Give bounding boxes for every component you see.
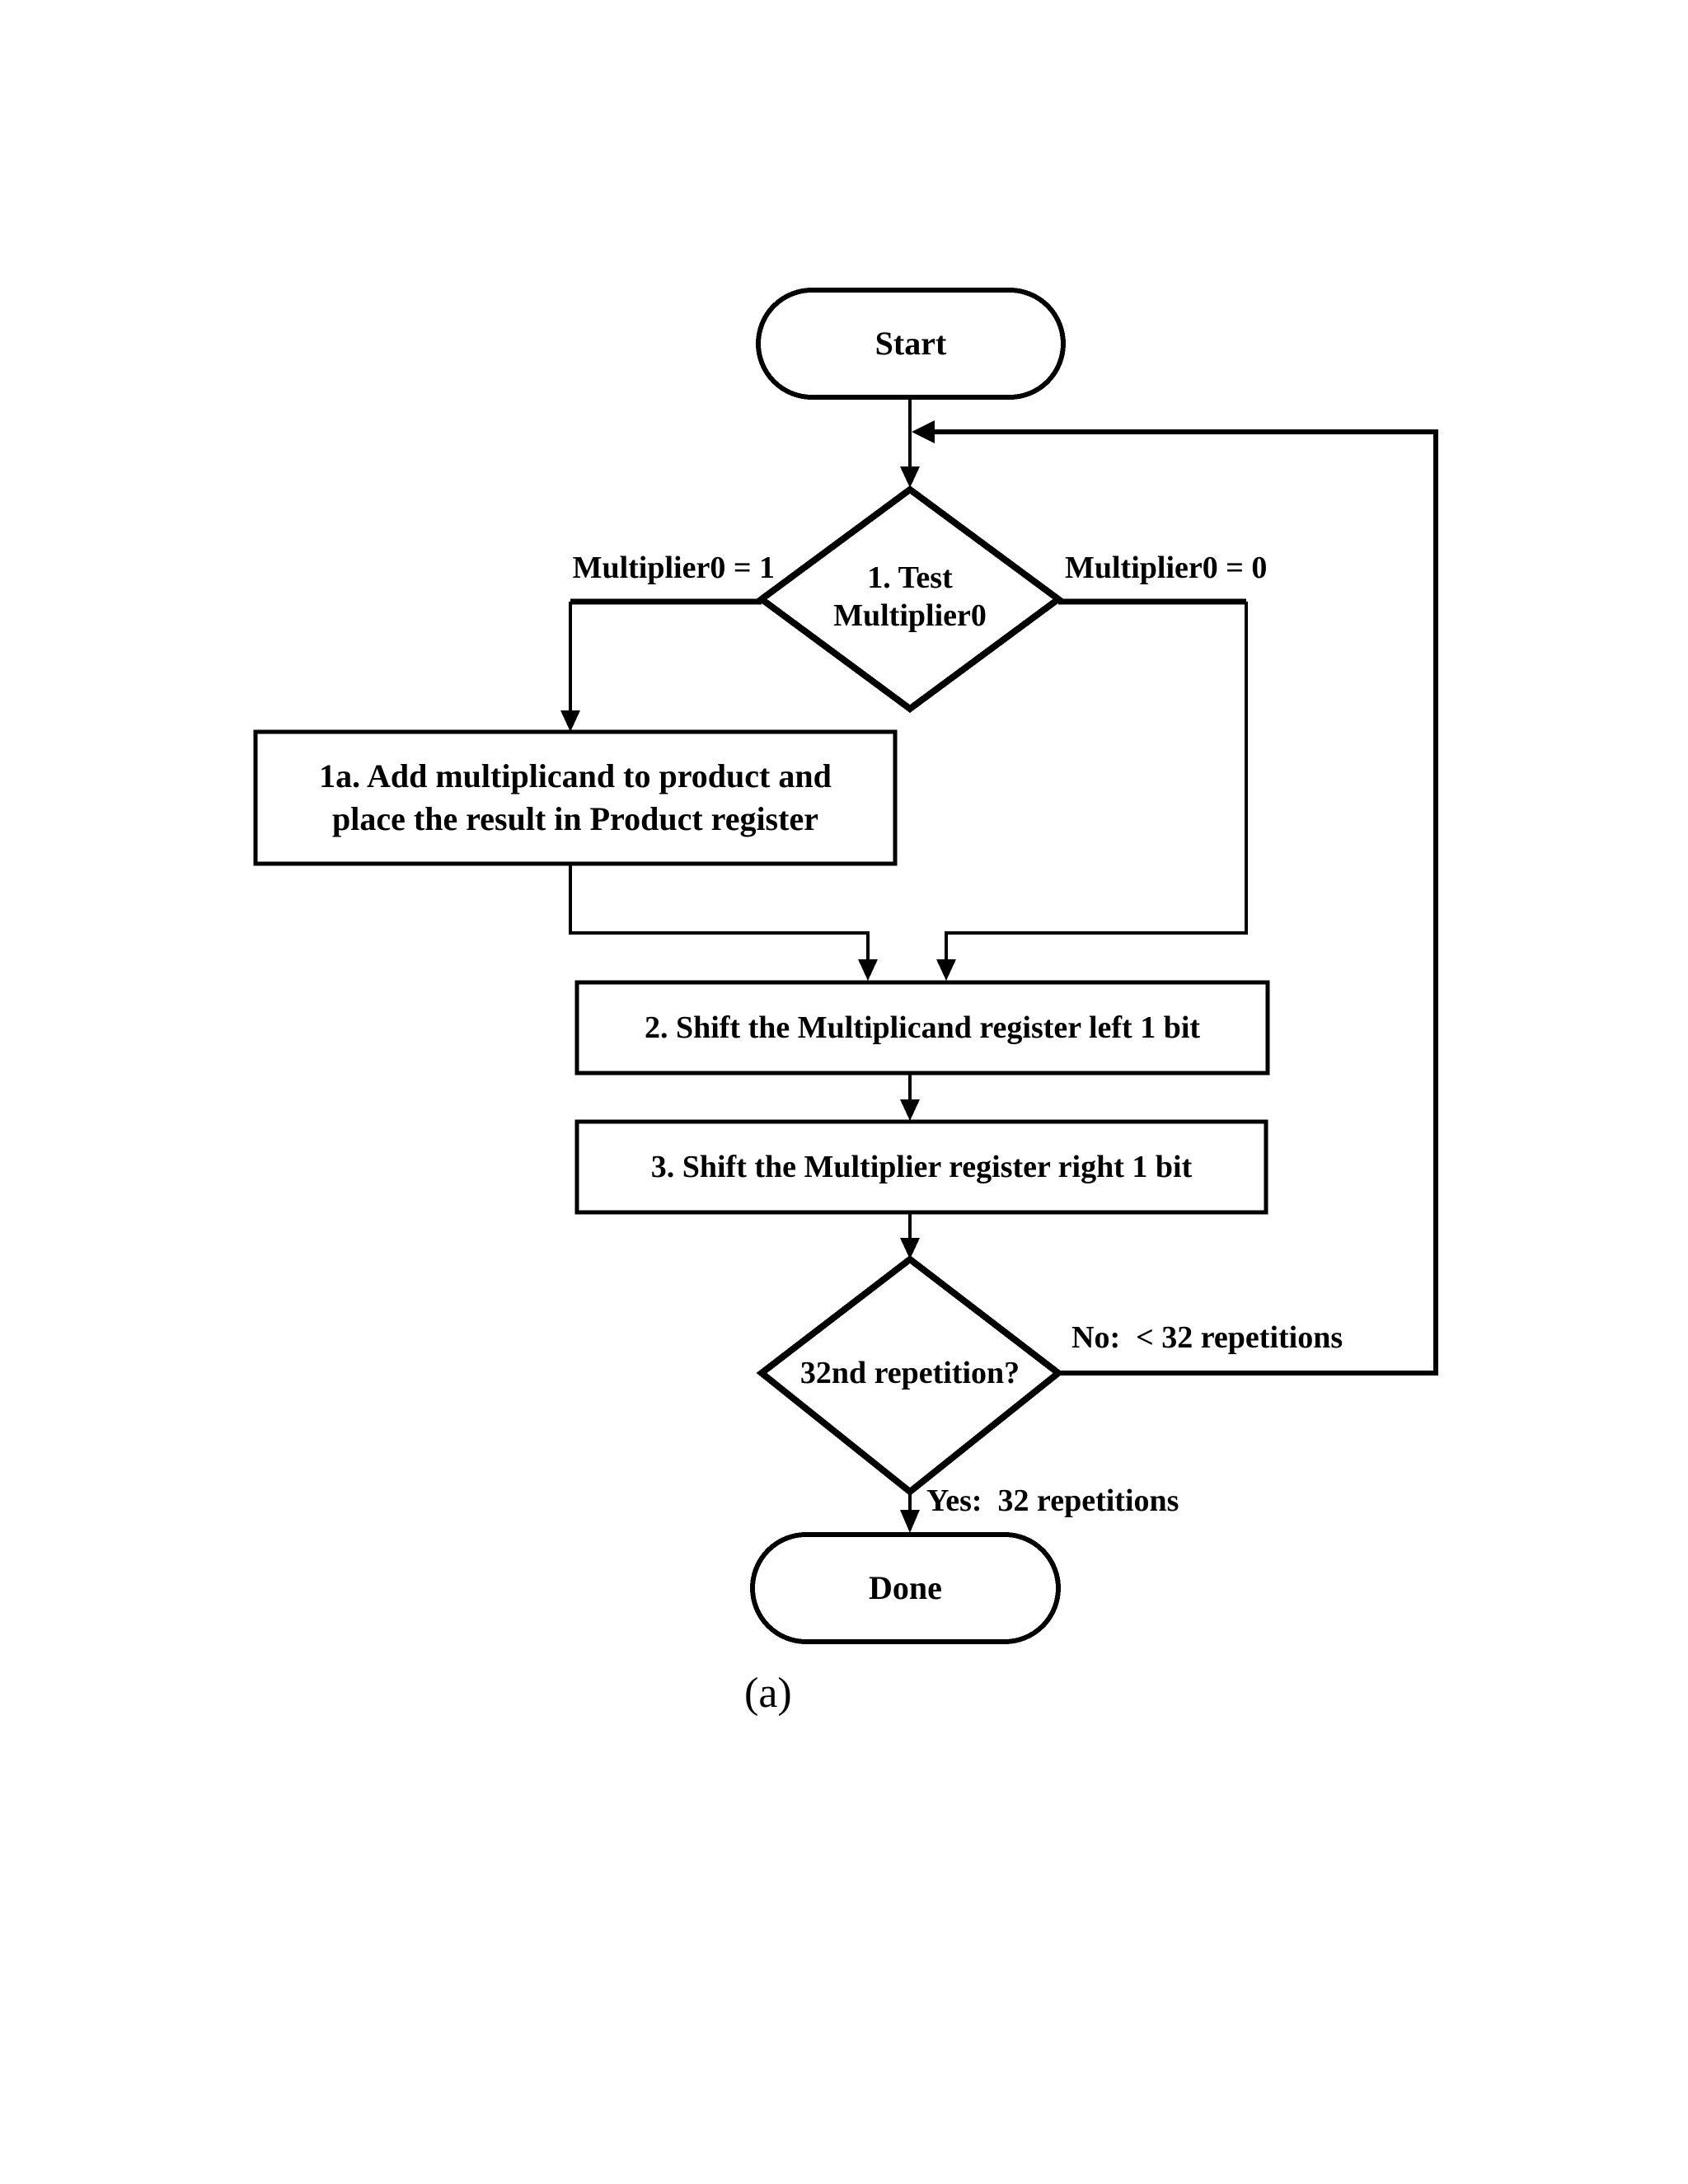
figure-caption: (a): [744, 1670, 792, 1717]
step-1a-label: 1a. Add multiplicand to product and plac…: [256, 732, 895, 864]
step-3-box-shape: [574, 1119, 1268, 1215]
arrowhead-down-icon: [900, 1099, 920, 1121]
arrowhead-down-icon: [900, 1238, 920, 1259]
step-2-label: 2. Shift the Multiplicand register left …: [644, 1010, 1201, 1045]
step-2-box-shape: [574, 980, 1270, 1076]
no-branch-label: No: < 32 repetitions: [1071, 1320, 1343, 1355]
arrowhead-left-icon: [912, 420, 935, 443]
step-1a-box-shape: [253, 729, 898, 866]
done-label: Done: [869, 1569, 942, 1606]
step1a-to-step2-connector: [569, 864, 870, 976]
arrowhead-down-icon: [936, 959, 956, 981]
decision1-label-line1: 1. Test: [867, 560, 953, 595]
start-terminal-shape: [756, 288, 1066, 400]
arrowhead-down-icon: [900, 466, 920, 488]
branch-right-label: Multiplier0 = 0: [1065, 551, 1268, 585]
loopback-connector: [931, 429, 1438, 1376]
step-3-label: 3. Shift the Multiplier register right 1…: [650, 1150, 1193, 1184]
start-label: Start: [874, 325, 947, 362]
decision1-label: 1. Test Multiplier0: [786, 554, 1034, 640]
arrowhead-down-icon: [900, 1510, 920, 1533]
step-1a-label-line2: place the result in Product register: [332, 800, 818, 837]
step-1a-label-line1: 1a. Add multiplicand to product and: [319, 757, 832, 794]
decision1-label-line2: Multiplier0: [833, 598, 987, 633]
arrowhead-down-icon: [560, 710, 580, 732]
branch-right-connector: [945, 602, 1248, 976]
decision1-diamond-shape: [756, 485, 1064, 713]
done-terminal-shape: [750, 1532, 1061, 1644]
decision2-label: 32nd repetition?: [799, 1356, 1020, 1390]
yes-branch-label: Yes: 32 repetitions: [926, 1483, 1179, 1518]
arrowhead-down-icon: [858, 959, 878, 981]
branch-left-label: Multiplier0 = 1: [572, 551, 775, 585]
